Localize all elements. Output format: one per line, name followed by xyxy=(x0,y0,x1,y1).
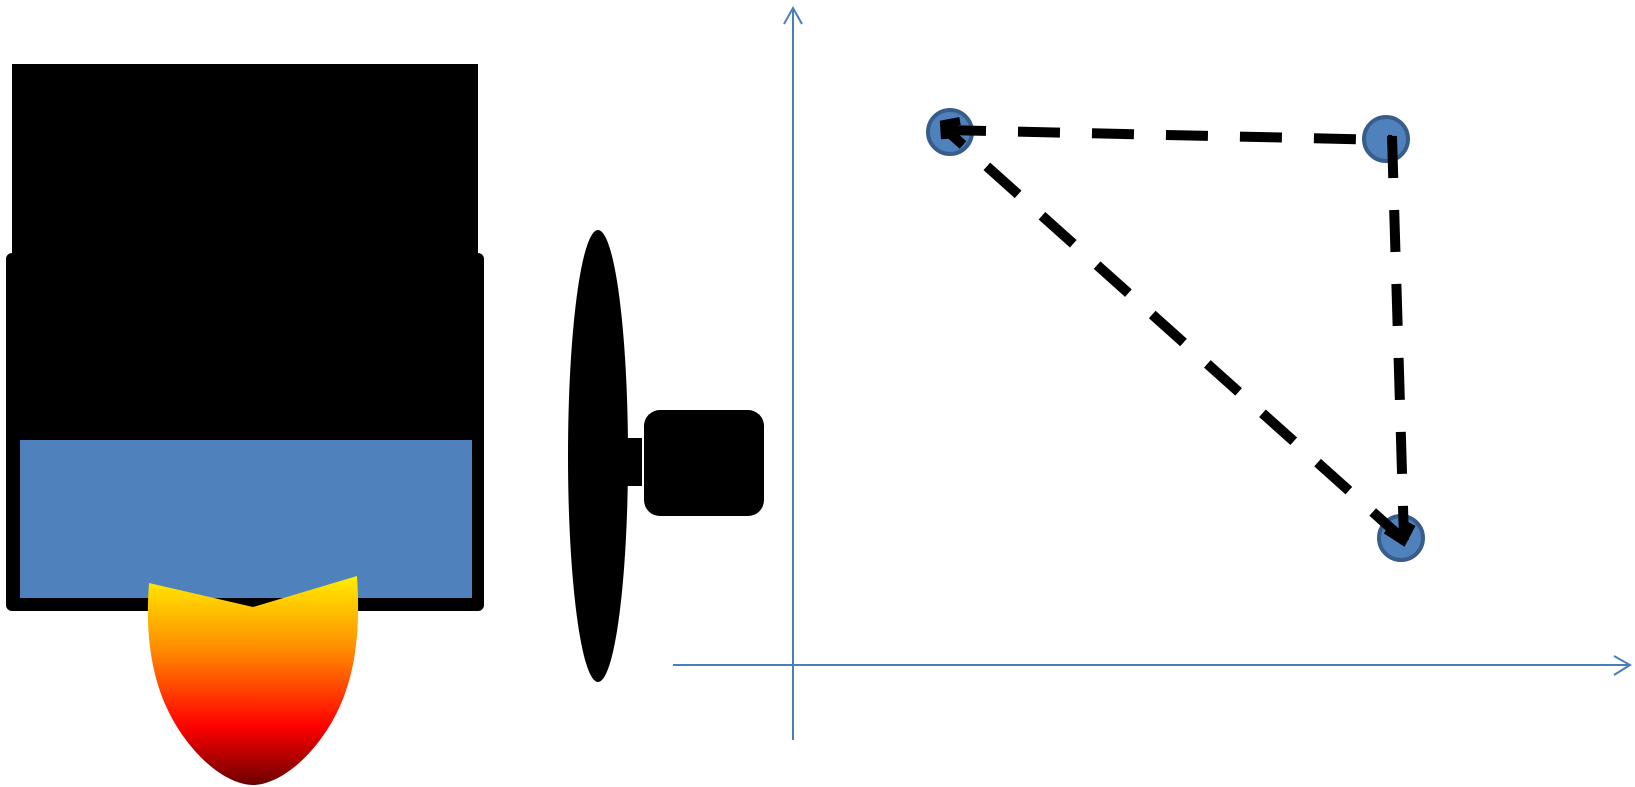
edge-diagonal xyxy=(940,124,1408,544)
engine-flame xyxy=(147,576,359,785)
nozzle-disc xyxy=(568,230,628,682)
coordinate-axes xyxy=(673,5,1632,740)
fuel-tank xyxy=(20,440,472,598)
arrowhead-bottom-right-icon xyxy=(1383,522,1416,547)
y-axis-arrow-icon xyxy=(783,5,803,25)
rocket-top-block xyxy=(12,64,478,264)
edge-top xyxy=(943,125,1393,145)
motor-shaft xyxy=(620,438,642,486)
motor-block xyxy=(644,410,764,516)
arrowhead-top-left-icon xyxy=(939,117,961,140)
x-axis-arrow-icon xyxy=(1613,655,1632,676)
triangle-diagram xyxy=(926,108,1425,562)
edge-right xyxy=(1387,135,1409,541)
point-top-right xyxy=(1362,115,1410,163)
rocket-illustration xyxy=(6,64,484,785)
motor-illustration xyxy=(568,230,764,682)
